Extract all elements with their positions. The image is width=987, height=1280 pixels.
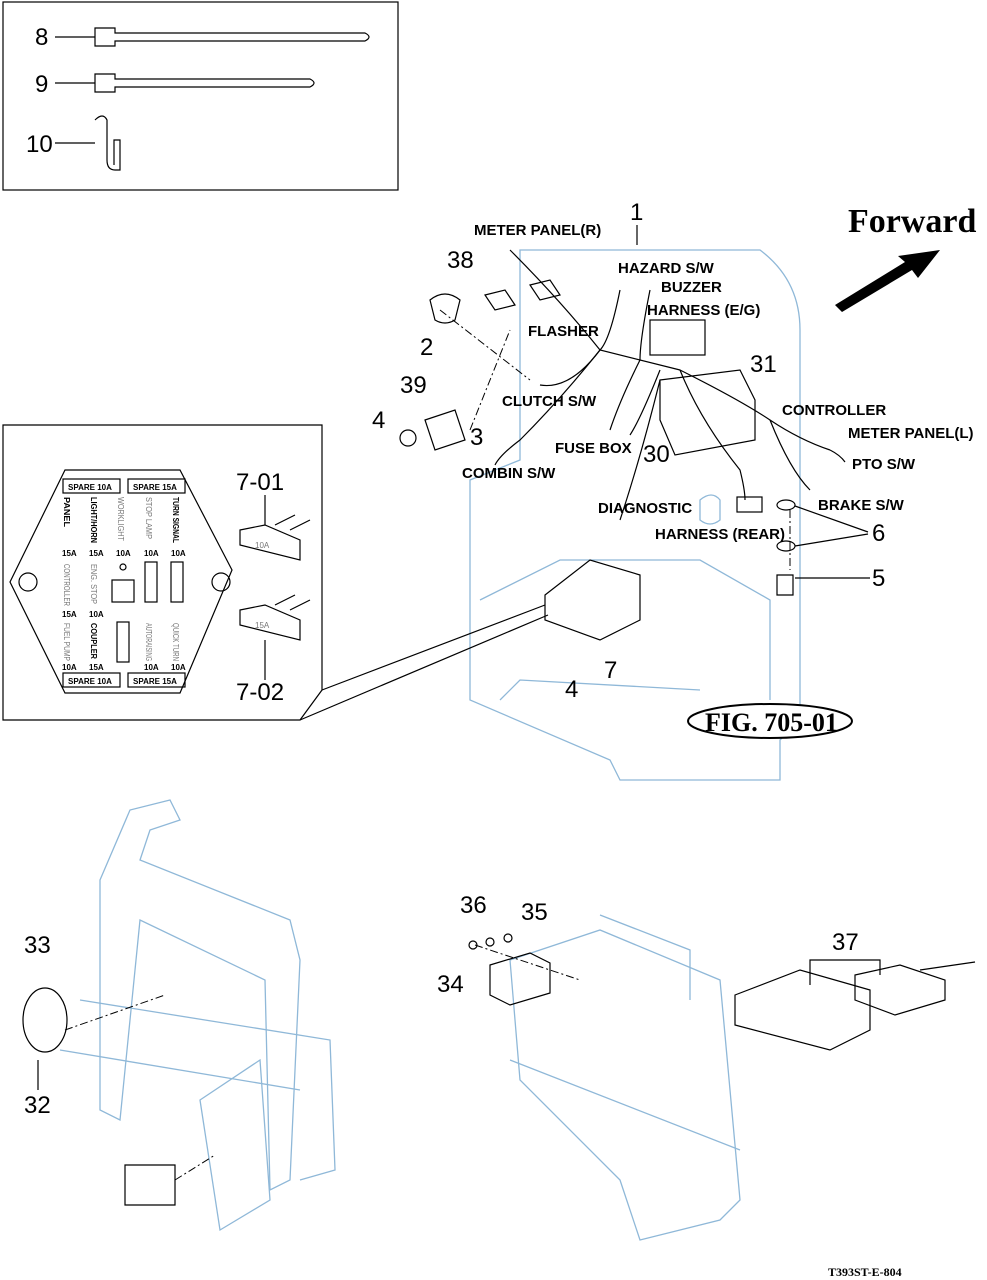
part-number-36: 36 (460, 892, 487, 919)
controller-unit (659, 369, 756, 456)
fuse-name: TURN SIGNAL (171, 497, 180, 543)
forward-arrow-icon (835, 250, 940, 312)
fuse-name: QUICK TURN (171, 623, 180, 661)
part-number-7: 7 (604, 657, 617, 684)
fuse-rating: 15A (62, 549, 77, 558)
part-number-31: 31 (750, 351, 777, 378)
fuse-label: SPARE 10A (68, 483, 112, 492)
label-pto-sw: PTO S/W (852, 456, 916, 473)
relay-block (124, 1164, 176, 1206)
label-meter-panel-l: METER PANEL(L) (848, 425, 974, 442)
label-brake-sw: BRAKE S/W (818, 497, 905, 514)
part-number-7-01: 7-01 (236, 469, 284, 496)
part-number-30: 30 (643, 441, 670, 468)
part-callouts: 1 2 3 4 4 5 6 7 30 31 38 39 (372, 199, 885, 703)
fuse-name: WORKLIGHT (116, 497, 125, 541)
fuse-name: ENG. STOP (89, 564, 98, 604)
cable-tie-short (94, 73, 315, 93)
part-number-35: 35 (521, 899, 548, 926)
fuse-box-detail: SPARE 10A SPARE 15A SPARE 10A SPARE 15A … (2, 424, 549, 721)
part-6-nut (776, 499, 796, 511)
part-37-lamp (734, 969, 871, 1051)
fuse-rating: 10A (144, 549, 159, 558)
part-2-relay-cap (429, 293, 461, 324)
fuse-rating: 15A (89, 663, 104, 672)
part-number-1: 1 (630, 199, 643, 226)
rops-frame-assembly: 33 32 (22, 799, 336, 1232)
part-number-4: 4 (372, 407, 385, 434)
wire-harness (494, 249, 846, 521)
harness-labels: METER PANEL(R) HAZARD S/W BUZZER HARNESS… (462, 222, 974, 543)
fuse-rating: 10A (171, 549, 186, 558)
fuse-name: PANEL (62, 497, 71, 527)
fuse-label: SPARE 10A (68, 677, 112, 686)
cable-clip (94, 115, 121, 171)
fuse-rating: 15A (89, 549, 104, 558)
part-7-fuse-box (544, 559, 641, 641)
part-number-10: 10 (26, 131, 53, 158)
part-number-9: 9 (35, 71, 48, 98)
part-number-37: 37 (832, 929, 859, 956)
figure-label-oval (687, 703, 853, 739)
fuse-rating: 10A (116, 549, 131, 558)
forward-label: Forward (848, 203, 977, 240)
part-number-5: 5 (872, 565, 885, 592)
fuse-15a-label: 15A (255, 621, 270, 630)
fuse-label: SPARE 15A (133, 677, 177, 686)
fuse-rating: 10A (171, 663, 186, 672)
part-34-bracket (489, 952, 551, 1006)
fuse-10a-label: 10A (255, 541, 270, 550)
figure-label: FIG. 705-01 (705, 708, 838, 737)
fuse-rating: 10A (62, 663, 77, 672)
label-controller: CONTROLLER (782, 402, 886, 419)
part-number-6: 6 (872, 520, 885, 547)
fuse-name: LIGHT/HORN (89, 497, 98, 543)
label-combin-sw: COMBIN S/W (462, 465, 556, 482)
part-5-switch (776, 574, 794, 596)
drawing-code: T393ST-E-804 (828, 1265, 902, 1279)
part-number-4: 4 (565, 676, 578, 703)
label-diagnostic: DIAGNOSTIC (598, 500, 692, 517)
part-39-clamp (399, 429, 417, 447)
rear-bracket-assembly: 36 35 34 37 (437, 892, 976, 1241)
part-33-horn (22, 987, 68, 1053)
fuse-rating: 10A (89, 610, 104, 619)
label-hazard-sw: HAZARD S/W (618, 260, 715, 277)
label-buzzer: BUZZER (661, 279, 722, 296)
label-fuse-box: FUSE BOX (555, 440, 632, 457)
cable-tie-long (94, 27, 370, 47)
label-meter-panel-r: METER PANEL(R) (474, 222, 601, 239)
fuse-name: FUEL PUMP (62, 623, 71, 661)
fuse-rating: 10A (144, 663, 159, 672)
harness-eg-connector (649, 319, 706, 356)
part-number-34: 34 (437, 971, 464, 998)
part-3-flasher (424, 409, 466, 451)
transmission-housing (469, 249, 801, 781)
part-number-38: 38 (447, 247, 474, 274)
fuse-name: AUTORAISING (144, 623, 153, 661)
label-flasher: FLASHER (528, 323, 599, 340)
part-number-32: 32 (24, 1092, 51, 1119)
fuse-name: STOP LAMP (144, 497, 153, 539)
fuse-label: SPARE 15A (133, 483, 177, 492)
part-number-2: 2 (420, 334, 433, 361)
part-number-3: 3 (470, 424, 483, 451)
part-number-8: 8 (35, 24, 48, 51)
part-number-7-02: 7-02 (236, 679, 284, 706)
part-38-relays (484, 279, 561, 311)
harness-rear-connector (736, 496, 763, 513)
label-harness-eg: HARNESS (E/G) (647, 302, 760, 319)
fuse-name: COUPLER (89, 623, 98, 659)
fuse-name: CONTROLLER (62, 564, 71, 606)
part-number-39: 39 (400, 372, 427, 399)
fuse-rating: 15A (62, 610, 77, 619)
label-harness-rear: HARNESS (REAR) (655, 526, 785, 543)
accessories-box: 8 9 10 (2, 1, 399, 191)
part-number-33: 33 (24, 932, 51, 959)
label-clutch-sw: CLUTCH S/W (502, 393, 597, 410)
